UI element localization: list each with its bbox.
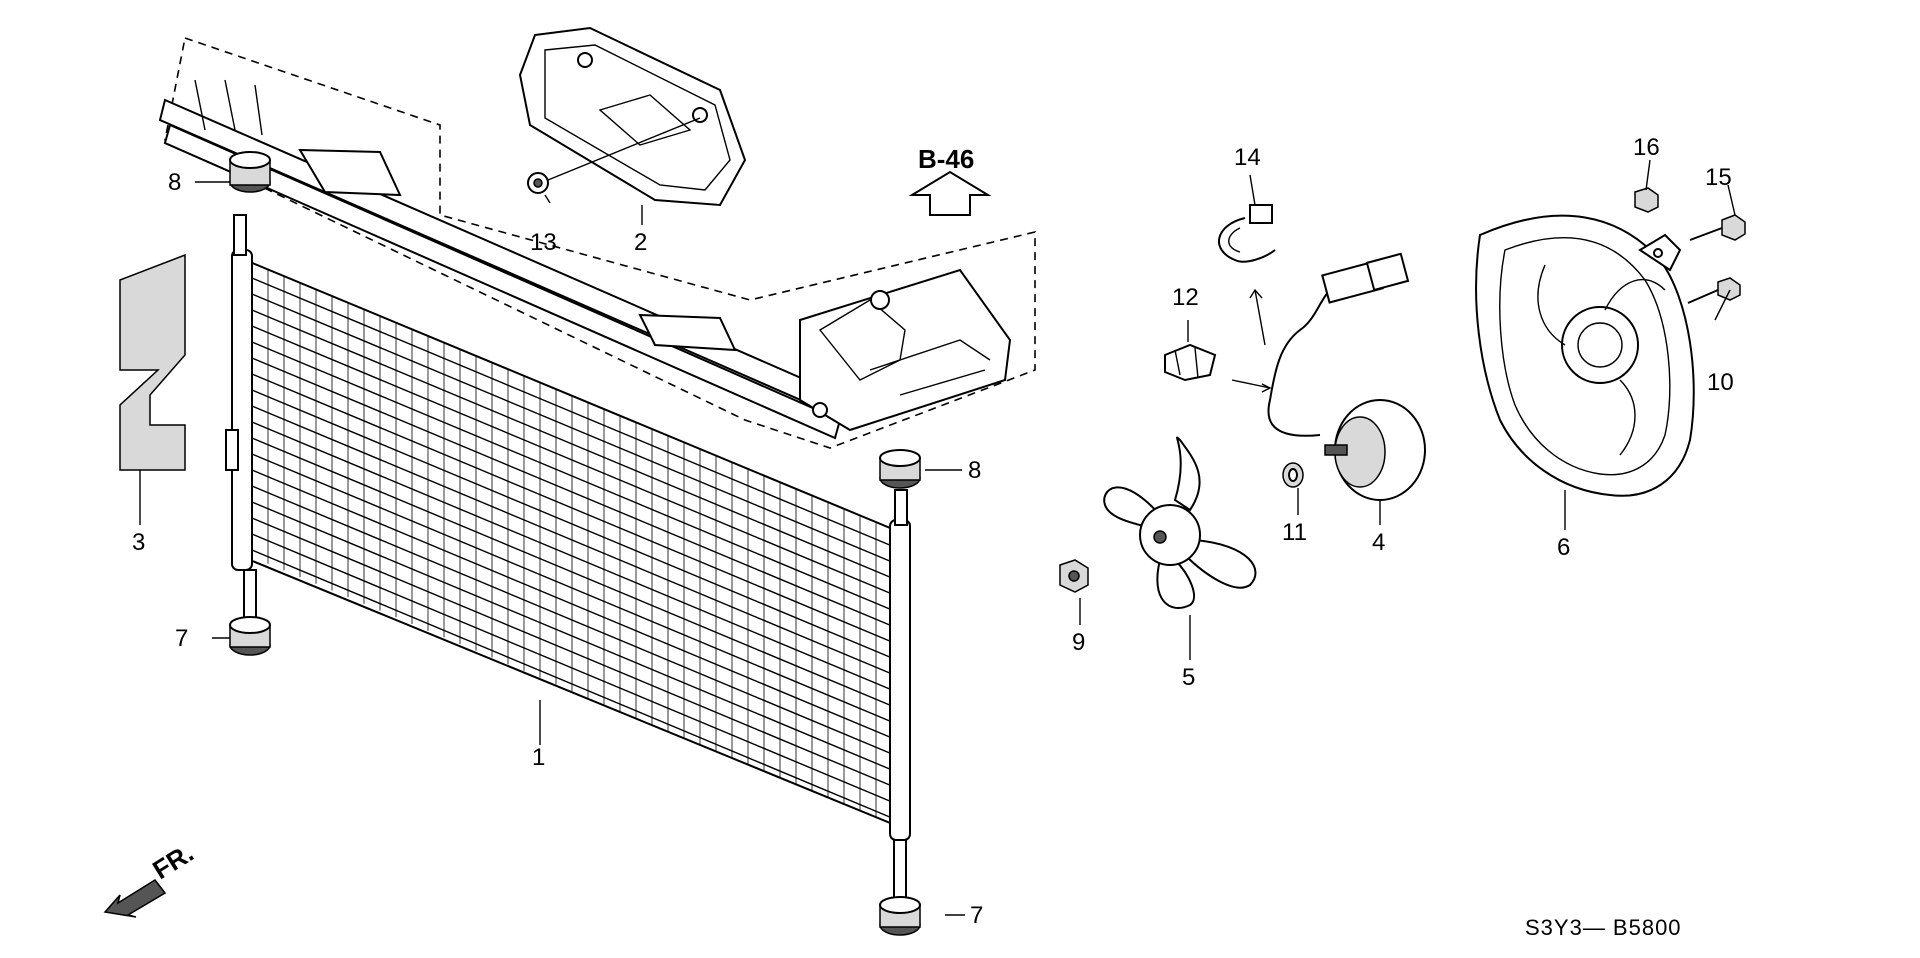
fan-5 (1103, 436, 1257, 609)
callout-4: 4 (1372, 529, 1385, 556)
upper-mount-right (879, 449, 921, 526)
front-label: FR. (147, 837, 198, 885)
nut-16 (1634, 187, 1659, 213)
reference-arrow (908, 170, 992, 216)
lower-mount-left (229, 569, 271, 656)
reference-label: B-46 (918, 144, 974, 174)
callout-7-left: 7 (175, 625, 188, 652)
clip-12 (1164, 343, 1272, 393)
diagram-code: S3Y3— B5800 (1525, 915, 1682, 940)
nut-9 (1059, 559, 1089, 593)
lower-mount-right (879, 839, 921, 936)
bolt-15 (1689, 214, 1746, 241)
band-clamp-14 (1218, 204, 1276, 346)
front-direction-arrow (103, 879, 167, 918)
callout-16: 16 (1633, 134, 1660, 161)
callout-11: 11 (1282, 519, 1307, 546)
callout-9: 9 (1072, 629, 1085, 656)
callout-1: 1 (532, 744, 545, 771)
callout-3: 3 (132, 529, 145, 556)
upper-support-beam (158, 79, 1012, 440)
assembly-outline (164, 36, 1036, 449)
upper-cover (518, 26, 747, 207)
callout-14: 14 (1234, 144, 1261, 171)
callout-12: 12 (1172, 284, 1199, 311)
seal-3 (119, 253, 186, 471)
callout-10: 10 (1707, 369, 1734, 396)
callout-15: 15 (1705, 164, 1732, 191)
upper-mount-left (229, 151, 271, 256)
condenser-fins (251, 268, 893, 819)
callout-5: 5 (1182, 664, 1195, 691)
condenser (225, 249, 911, 841)
bolt-13 (527, 117, 701, 194)
callout-7-right: 7 (970, 902, 983, 929)
callout-8-left: 8 (168, 169, 181, 196)
callout-6: 6 (1557, 534, 1570, 561)
fan-shroud-6 (1475, 214, 1695, 497)
washer-11 (1282, 462, 1304, 488)
callout-8-right: 8 (968, 457, 981, 484)
callout-13: 13 (530, 229, 557, 256)
leader-lines (139, 159, 1736, 916)
callout-2: 2 (634, 229, 647, 256)
screw-10 (1687, 277, 1741, 304)
fan-motor-4 (1267, 252, 1426, 501)
